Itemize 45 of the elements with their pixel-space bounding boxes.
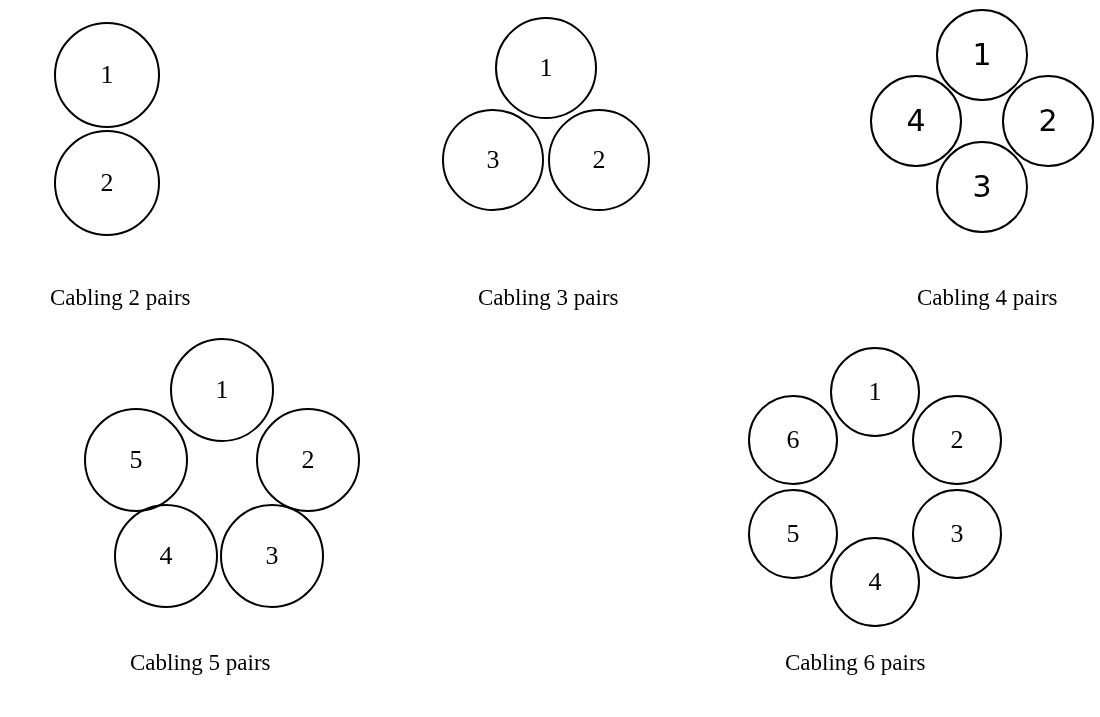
pair-number: 5 [786, 521, 800, 547]
pair-circle [936, 9, 1028, 101]
pair-circle [1002, 75, 1094, 167]
pair-number: 3 [972, 172, 992, 202]
pair-circle [442, 109, 544, 211]
pair-circle [256, 408, 360, 512]
pair-number: 2 [1038, 106, 1058, 136]
pair-number: 2 [301, 447, 315, 473]
pair-number: 1 [215, 377, 229, 403]
pair-circle [748, 489, 838, 579]
pair-number: 4 [159, 543, 173, 569]
caption: Cabling 4 pairs [917, 285, 1058, 311]
pair-circle [830, 537, 920, 627]
caption: Cabling 5 pairs [130, 650, 271, 676]
pair-number: 1 [868, 379, 882, 405]
pair-number: 6 [786, 427, 800, 453]
pair-circle [170, 338, 274, 442]
caption: Cabling 2 pairs [50, 285, 191, 311]
pair-circle [54, 130, 160, 236]
pair-circle [220, 504, 324, 608]
pair-circle [912, 395, 1002, 485]
pair-number: 1 [100, 62, 114, 88]
pair-circle [84, 408, 188, 512]
pair-number: 3 [265, 543, 279, 569]
pair-circle [870, 75, 962, 167]
pair-circle [748, 395, 838, 485]
pair-circle [912, 489, 1002, 579]
pair-circle [54, 22, 160, 128]
pair-circle [936, 141, 1028, 233]
pair-circle [114, 504, 218, 608]
pair-circle [495, 17, 597, 119]
caption: Cabling 6 pairs [785, 650, 926, 676]
pair-number: 1 [539, 55, 553, 81]
pair-number: 2 [100, 170, 114, 196]
caption: Cabling 3 pairs [478, 285, 619, 311]
pair-number: 4 [906, 106, 926, 136]
pair-number: 5 [129, 447, 143, 473]
pair-number: 1 [972, 40, 992, 70]
pair-number: 2 [950, 427, 964, 453]
pair-number: 4 [868, 569, 882, 595]
pair-number: 3 [950, 521, 964, 547]
pair-number: 2 [592, 147, 606, 173]
pair-circle [830, 347, 920, 437]
pair-number: 3 [486, 147, 500, 173]
pair-circle [548, 109, 650, 211]
